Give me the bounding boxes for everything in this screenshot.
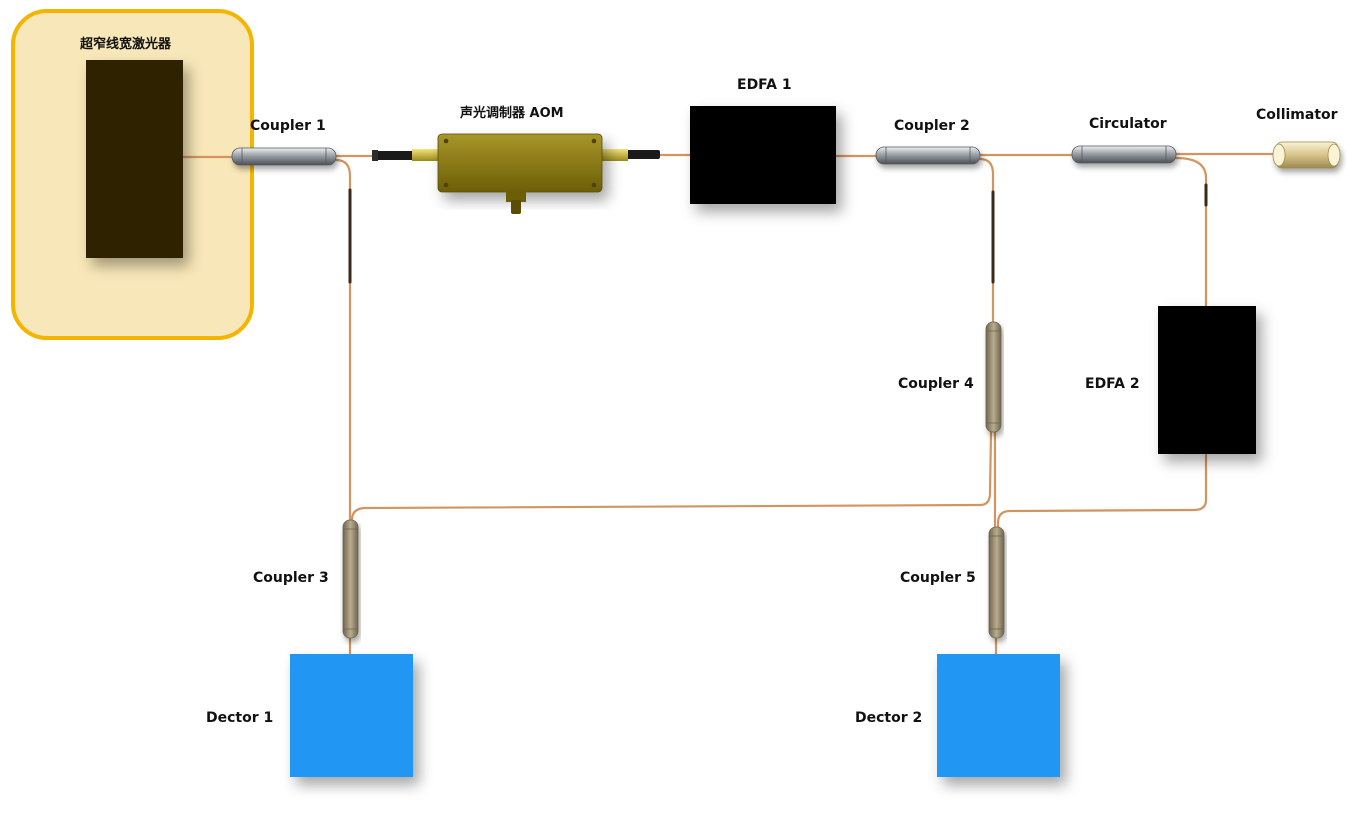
label-coupler-3: Coupler 3 bbox=[253, 570, 329, 586]
coupler-1 bbox=[231, 147, 337, 166]
label-coupler-1: Coupler 1 bbox=[250, 118, 326, 134]
label-coupler-4: Coupler 4 bbox=[898, 376, 974, 392]
collimator bbox=[1272, 141, 1341, 169]
detector-1-body bbox=[290, 654, 413, 777]
coupler-4 bbox=[985, 321, 1002, 433]
label-laser: 超窄线宽激光器 bbox=[80, 37, 172, 52]
coupler-5 bbox=[988, 526, 1005, 639]
fiber-edfa2-coupler5 bbox=[996, 453, 1208, 529]
coupler-2 bbox=[875, 146, 981, 165]
fiber-coupler1-coupler3 bbox=[334, 158, 352, 522]
label-edfa-2: EDFA 2 bbox=[1085, 376, 1140, 392]
label-aom: 声光调制器 AOM bbox=[460, 106, 564, 121]
label-detector-1: Dector 1 bbox=[206, 710, 274, 726]
edfa-1-body bbox=[690, 106, 836, 204]
fiber-coupler2-coupler4 bbox=[978, 157, 995, 324]
fiber-network bbox=[181, 152, 1277, 656]
detector-2-body bbox=[937, 654, 1060, 777]
label-coupler-2: Coupler 2 bbox=[894, 118, 970, 134]
laser-body bbox=[86, 60, 183, 258]
aom-modulator bbox=[372, 133, 660, 214]
label-circulator: Circulator bbox=[1089, 116, 1167, 132]
edfa-2-body bbox=[1158, 306, 1256, 454]
label-collimator: Collimator bbox=[1256, 107, 1338, 123]
fiber-coupler3-coupler4 bbox=[350, 430, 993, 522]
label-edfa-1: EDFA 1 bbox=[737, 77, 792, 93]
label-detector-2: Dector 2 bbox=[855, 710, 923, 726]
coupler-3 bbox=[342, 519, 359, 639]
label-coupler-5: Coupler 5 bbox=[900, 570, 976, 586]
fiber-jackets bbox=[348, 183, 1208, 284]
fiber-circulator-edfa2 bbox=[1174, 156, 1208, 308]
circulator bbox=[1071, 145, 1177, 164]
